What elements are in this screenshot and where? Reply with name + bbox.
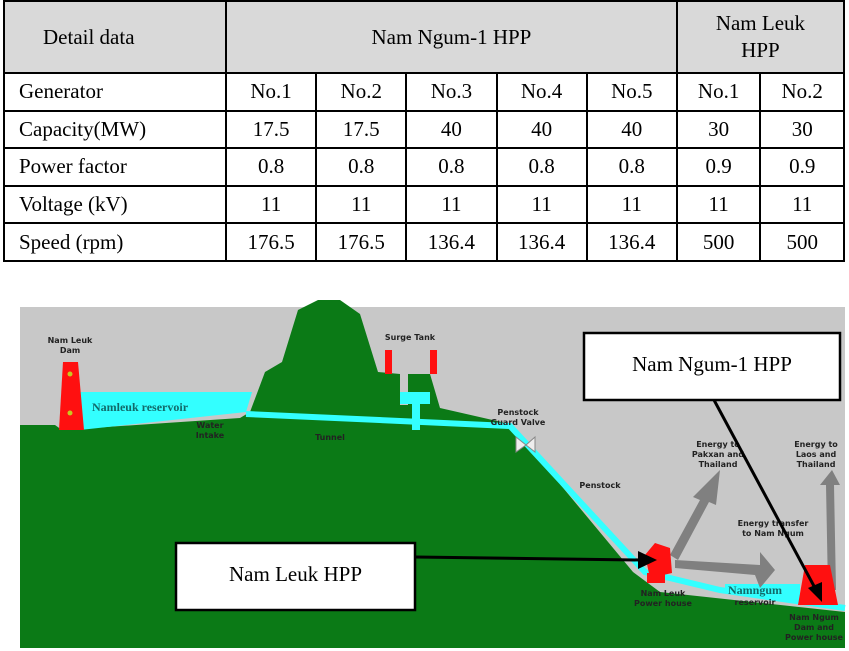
surge-tank-label: Surge Tank <box>385 333 436 342</box>
namngum-reservoir-label: Namngum <box>728 583 782 597</box>
table-cell: 11 <box>585 184 678 225</box>
penstock-guard-valve-label: Guard Valve <box>491 418 546 427</box>
energy-laos-label: Energy to <box>794 440 838 449</box>
header-detail-data: Detail data <box>3 0 227 74</box>
table-cell: 0.8 <box>315 147 408 187</box>
dam-light-icon <box>67 371 73 377</box>
water-intake-label: Water <box>196 421 223 430</box>
table-cell: No.3 <box>405 72 498 112</box>
table-cell: 30 <box>675 109 762 150</box>
table-cell: 30 <box>759 109 845 150</box>
energy-transfer-label: to Nam Ngum <box>742 529 804 538</box>
table-cell: No.2 <box>759 72 845 112</box>
table-cell: 136.4 <box>495 222 588 262</box>
header-nam-leuk-line2: HPP <box>741 38 780 62</box>
surge-tank-left <box>385 350 392 374</box>
table-cell: 500 <box>675 222 762 262</box>
nam-ngum-dam-label: Power house <box>785 633 844 642</box>
nam-ngum-dam-label: Nam Ngum <box>789 613 839 622</box>
dam-light-icon <box>67 410 73 416</box>
water-intake-label: Intake <box>196 431 225 440</box>
namleuk-reservoir-label: Namleuk reservoir <box>92 400 189 414</box>
energy-arrows <box>670 470 840 590</box>
powerhouse-base <box>647 573 665 583</box>
table-cell: 176.5 <box>315 222 408 262</box>
nam-leuk-powerhouse-label: Nam Leuk <box>641 589 686 598</box>
nam-leuk-dam-label: Dam <box>60 346 80 355</box>
callout-nam-leuk-box <box>174 541 417 612</box>
guard-valve-icon <box>515 435 536 454</box>
penstock-label: Penstock <box>579 481 621 490</box>
table-cell: 11 <box>315 184 408 225</box>
table-cell: 500 <box>759 222 845 262</box>
callout-arrows <box>414 399 822 602</box>
callout-nam-leuk-label: Nam Leuk HPP <box>229 562 362 586</box>
row-label: Voltage (kV) <box>3 184 227 225</box>
table-cell: No.5 <box>585 72 678 112</box>
nam-leuk-powerhouse <box>645 543 672 578</box>
tunnel-label: Tunnel <box>315 433 345 442</box>
table-cell: No.2 <box>315 72 408 112</box>
nam-ngum-dam-label: Dam and <box>794 623 834 632</box>
table-cell: No.4 <box>495 72 588 112</box>
energy-pakxan-label: Pakxan and <box>692 450 745 459</box>
namngum-reservoir-label: reservoir <box>735 598 776 607</box>
nam-leuk-dam <box>59 362 84 430</box>
table-cell: 0.9 <box>759 147 845 187</box>
table-cell: 11 <box>224 184 318 225</box>
nam-leuk-powerhouse-label: Power house <box>634 599 693 608</box>
table-cell: 40 <box>495 109 588 150</box>
table-cell: No.1 <box>224 72 318 112</box>
table-cell: 176.5 <box>224 222 318 262</box>
table-cell: No.1 <box>675 72 762 112</box>
table-cell: 0.8 <box>224 147 318 187</box>
table-cell: 0.8 <box>405 147 498 187</box>
header-nam-ngum: Nam Ngum-1 HPP <box>225 0 678 74</box>
nam-leuk-dam-label: Nam Leuk <box>48 336 93 345</box>
table-cell: 0.9 <box>675 147 762 187</box>
table-cell: 136.4 <box>585 222 678 262</box>
energy-laos-label: Thailand <box>797 460 836 469</box>
row-label: Capacity(MW) <box>3 109 227 150</box>
table-cell: 11 <box>675 184 762 225</box>
surge-tank-right <box>430 350 437 374</box>
row-label: Power factor <box>3 147 227 187</box>
table-cell: 136.4 <box>405 222 498 262</box>
callout-nam-ngum-box <box>582 331 842 402</box>
row-label: Speed (rpm) <box>3 222 227 262</box>
table-cell: 11 <box>495 184 588 225</box>
table-cell: 11 <box>759 184 845 225</box>
energy-pakxan-label: Energy to <box>696 440 740 449</box>
penstock-guard-valve-label: Penstock <box>497 408 539 417</box>
energy-laos-label: Laos and <box>796 450 837 459</box>
table-cell: 11 <box>405 184 498 225</box>
namngum-reservoir-water <box>725 584 800 600</box>
table-cell: 40 <box>585 109 678 150</box>
table-cell: 17.5 <box>224 109 318 150</box>
callout-nam-ngum-label: Nam Ngum-1 HPP <box>632 352 792 376</box>
energy-transfer-label: Energy transfer <box>738 519 809 528</box>
table-cell: 40 <box>405 109 498 150</box>
surge-shaft-water <box>400 392 430 430</box>
header-nam-leuk-line1: Nam Leuk <box>715 11 806 35</box>
table-cell: 17.5 <box>315 109 408 150</box>
namleuk-reservoir-water <box>80 392 252 430</box>
table-cell: 0.8 <box>495 147 588 187</box>
energy-pakxan-label: Thailand <box>699 460 738 469</box>
row-label: Generator <box>3 72 227 112</box>
tunnel-penstock <box>245 411 846 611</box>
table-cell: 0.8 <box>585 147 678 187</box>
